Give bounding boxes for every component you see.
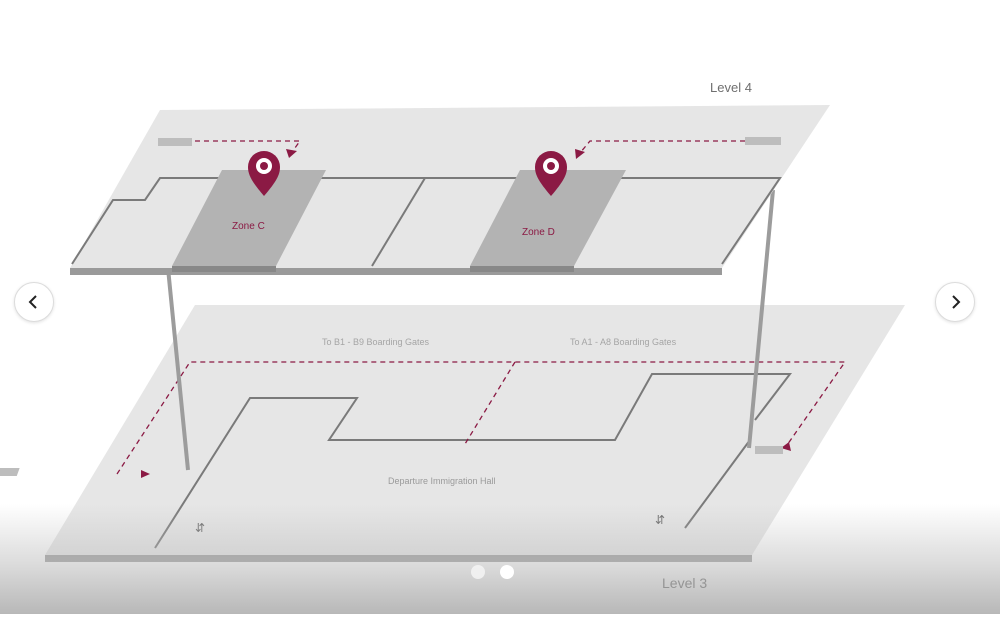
lift-right-label: ⇵ <box>655 513 665 527</box>
level-3-floor <box>0 305 905 562</box>
pagination-dot-2[interactable] <box>500 565 514 579</box>
right-gates-label: To A1 - A8 Boarding Gates <box>570 337 677 347</box>
hall-label: Departure Immigration Hall <box>388 476 496 486</box>
zone-d-label: Zone D <box>522 227 555 238</box>
level-4-label: Level 4 <box>710 80 752 95</box>
carousel-pagination <box>471 565 514 579</box>
lift-left-label: ⇵ <box>195 521 205 535</box>
left-gates-label: To B1 - B9 Boarding Gates <box>322 337 430 347</box>
zone-c-label: Zone C <box>232 221 265 232</box>
chevron-right-icon <box>952 295 961 309</box>
zone-d-pin-icon <box>535 151 567 196</box>
chevron-left-icon <box>28 295 37 309</box>
level-4-floor <box>70 105 830 275</box>
next-slide-button[interactable] <box>935 282 975 322</box>
zone-c-pin-icon <box>248 151 280 196</box>
previous-slide-button[interactable] <box>14 282 54 322</box>
pagination-dot-1[interactable] <box>471 565 485 579</box>
level-3-label: Level 3 <box>662 575 707 591</box>
